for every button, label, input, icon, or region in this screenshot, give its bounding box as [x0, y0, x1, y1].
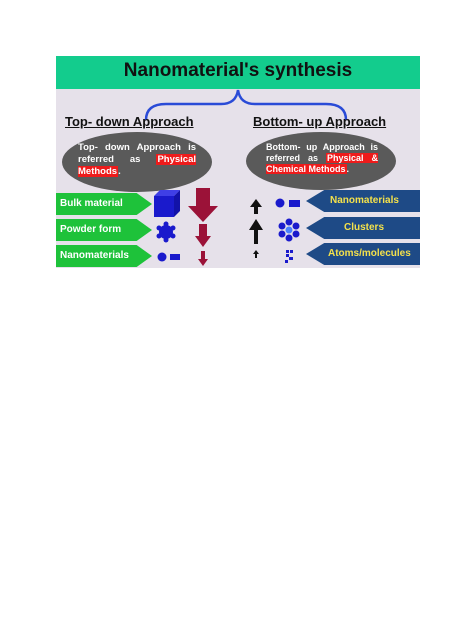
- bulk-material-label: Bulk material: [60, 198, 123, 209]
- nanomaterials-right-label: Nanomaterials: [330, 195, 399, 206]
- title-bar: [56, 56, 420, 89]
- bottom-up-desc-text: Bottom- up Approach is referred as: [266, 142, 378, 163]
- bulk-material-arrow: Bulk material: [56, 193, 152, 215]
- powder-form-arrow: Powder form: [56, 219, 152, 241]
- powder-blob-icon: [156, 221, 176, 243]
- bulk-cube-icon: [154, 190, 180, 217]
- atoms-molecules-arrow: Atoms/molecules: [306, 243, 420, 265]
- top-down-desc-period: .: [118, 166, 121, 177]
- up-arrow-small-icon: [250, 199, 262, 214]
- down-arrow-small-icon: [198, 251, 208, 266]
- top-down-heading: Top- down Approach: [65, 114, 194, 129]
- curly-brace: [144, 89, 348, 121]
- up-arrow-large-icon: [249, 219, 263, 244]
- down-arrow-medium-icon: [195, 224, 211, 247]
- bottom-up-description: Bottom- up Approach is referred as Physi…: [246, 132, 396, 190]
- clusters-label: Clusters: [344, 222, 385, 233]
- synthesis-diagram: Nanomaterial's synthesis Top- down Appro…: [56, 56, 420, 268]
- top-down-desc-text: Top- down Approach is referred as: [78, 142, 196, 165]
- clusters-arrow: Clusters: [306, 217, 420, 239]
- powder-form-label: Powder form: [60, 224, 122, 235]
- nanoparticles-right-icon: [275, 198, 300, 208]
- atoms-molecules-icon: [285, 250, 293, 263]
- atoms-molecules-label: Atoms/molecules: [328, 248, 411, 259]
- top-down-description: Top- down Approach is referred as Physic…: [62, 132, 212, 192]
- nanomaterials-left-arrow: Nanomaterials: [56, 245, 152, 267]
- nanoparticles-left-icon: [157, 252, 180, 262]
- down-arrow-large-icon: [188, 188, 218, 222]
- bottom-up-desc-period: .: [346, 164, 350, 174]
- nanomaterials-right-arrow: Nanomaterials: [306, 190, 420, 212]
- diagram-title: Nanomaterial's synthesis: [123, 60, 353, 81]
- bottom-up-heading: Bottom- up Approach: [253, 114, 387, 129]
- cluster-icon: [278, 218, 300, 242]
- up-arrow-tiny-icon: [253, 250, 259, 258]
- nanomaterials-left-label: Nanomaterials: [60, 250, 129, 261]
- icon-layer: [154, 188, 300, 266]
